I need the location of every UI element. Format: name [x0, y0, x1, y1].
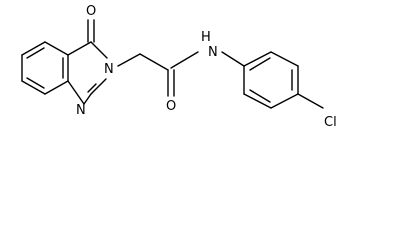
atom-label-ring-nitrogen-1: N	[76, 103, 86, 118]
atom-label-amide-hydrogen: H	[201, 30, 211, 45]
atom-label-chlorine: Cl	[324, 115, 337, 130]
atom-label-ring-oxygen: O	[86, 4, 96, 19]
pyrimidinone-ring	[67, 41, 108, 105]
chlorophenyl-ring	[243, 51, 324, 109]
ring-carbonyl-bond	[87, 19, 95, 43]
chemical-structure-diagram: O N N O H N Cl	[21, 4, 337, 130]
atom-label-amide-oxygen: O	[166, 99, 176, 114]
atom-label-amide-nitrogen: N	[208, 45, 218, 60]
benzo-ring	[21, 41, 69, 95]
acetamide-linker	[117, 51, 245, 97]
atom-label-ring-nitrogen-3: N	[104, 62, 114, 77]
